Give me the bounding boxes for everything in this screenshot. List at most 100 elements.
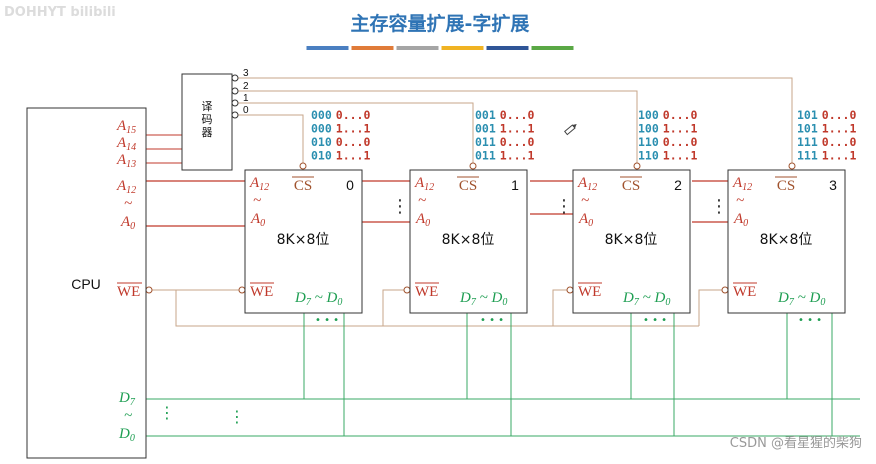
chip-1-box	[409, 169, 528, 314]
cs-bubble-0	[299, 162, 307, 170]
chip-3-addr-tilde: ~	[736, 193, 744, 209]
cs-bubble-1	[469, 162, 477, 170]
decoder-out-1-bubble	[231, 99, 239, 107]
csdn-credit: CSDN @看星猩的柴狗	[730, 435, 862, 451]
chip-0-data-label: D7 ~ D0	[294, 290, 342, 308]
cpu-we-bubble	[145, 286, 153, 294]
title-bar-5	[531, 46, 574, 50]
cpu-a12-label: A12	[116, 178, 136, 196]
chip-0-box	[244, 169, 363, 314]
decoder-out-3-label: 3	[243, 68, 249, 79]
cpu-data-tilde: ~	[124, 408, 132, 424]
addr-dots-1: ⋮	[391, 196, 409, 217]
chip-0-addr-tilde: ~	[253, 193, 261, 209]
title-bar-4	[486, 46, 529, 50]
chip-2-index: 2	[674, 177, 682, 193]
we-bus-wire	[152, 289, 699, 327]
decoder-box	[181, 73, 233, 171]
decoder-label-3: 器	[202, 126, 213, 139]
title-bar-0	[306, 46, 349, 50]
decoder-out-0-label: 0	[243, 105, 249, 116]
chip-2-a0-label: A0	[578, 211, 593, 229]
cs-bubble-3	[788, 162, 796, 170]
title-bar-2	[396, 46, 439, 50]
chip-1-addr-tilde: ~	[418, 193, 426, 209]
chip-2-capacity: 8K×8位	[605, 232, 658, 248]
chip-2-box	[572, 169, 691, 314]
cs-bubble-2	[633, 162, 641, 170]
we-bubble-0	[238, 286, 246, 294]
chip-0-data-dots: • • •	[315, 315, 339, 326]
chip-3-cs-label: CS	[777, 178, 795, 194]
chip-3-data-dots: • • •	[798, 315, 822, 326]
chip-0-a12-label: A12	[249, 175, 269, 193]
chip-3-data-label: D7 ~ D0	[777, 290, 825, 308]
cpu-d7-label: D7	[118, 390, 136, 408]
we-wire-3	[698, 289, 728, 326]
chip-1-capacity: 8K×8位	[442, 232, 495, 248]
decoder-out-0-bubble	[231, 111, 239, 119]
decoder-out-2-bubble	[231, 87, 239, 95]
data-bus-dots-left: ⋮	[159, 403, 175, 422]
bilibili-watermark: DOHHYT bilibili	[4, 5, 116, 20]
data-bus-dots-right: ⋮	[229, 407, 245, 426]
addr-dots-2: ⋮	[555, 196, 573, 217]
decoder-out-1-label: 1	[243, 93, 249, 104]
pencil-icon	[564, 124, 577, 136]
chip-2-a12-label: A12	[577, 175, 597, 193]
we-wire-1	[382, 289, 410, 326]
cpu-a0-label: A0	[120, 214, 135, 232]
cpu-we-label: WE	[117, 284, 140, 300]
chip-2-addr-tilde: ~	[581, 193, 589, 209]
chip-3-index: 3	[829, 177, 837, 193]
chip-0-capacity: 8K×8位	[277, 232, 330, 248]
chip-1-data-dots: • • •	[480, 315, 504, 326]
chip-2-we-label: WE	[578, 284, 601, 300]
chip-0-we-label: WE	[250, 284, 273, 300]
chip-2-data-label: D7 ~ D0	[622, 290, 670, 308]
title-bar-1	[351, 46, 394, 50]
chip-3-we-label: WE	[733, 284, 756, 300]
title-bar-3	[441, 46, 484, 50]
cpu-addr-tilde: ~	[124, 196, 132, 212]
decoder-label-2: 码	[202, 113, 213, 126]
chip-1-cs-label: CS	[459, 178, 477, 194]
decoder-out-3-wire	[238, 77, 793, 168]
decoder-out-2-label: 2	[243, 81, 249, 92]
decoder-label-1: 译	[202, 100, 213, 113]
chip-2-data-dots: • • •	[643, 315, 667, 326]
chip-1-index: 1	[511, 177, 519, 193]
chip-3-a0-label: A0	[733, 211, 748, 229]
cpu-a14-label: A14	[116, 135, 136, 153]
we-wire-2	[552, 289, 573, 326]
we-bubble-1	[403, 286, 411, 294]
chip-1-a0-label: A0	[415, 211, 430, 229]
chip-0-index: 0	[346, 177, 354, 193]
cpu-d0-label: D0	[118, 426, 135, 444]
addr-dots-3: ⋮	[710, 196, 728, 217]
chip-2-cs-label: CS	[622, 178, 640, 194]
cpu-a15-label: A15	[116, 118, 136, 136]
chip-3-a12-label: A12	[732, 175, 752, 193]
we-bubble-3	[721, 286, 729, 294]
